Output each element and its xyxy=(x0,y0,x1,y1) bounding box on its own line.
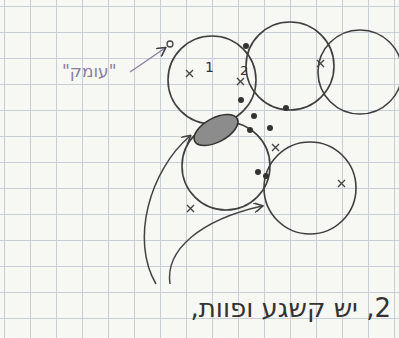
callout-number-holder: 2 xyxy=(240,64,248,78)
leader-line xyxy=(144,136,190,284)
x-marks xyxy=(186,60,345,212)
circle-group xyxy=(168,22,399,234)
circle xyxy=(246,22,334,110)
callout-number-holder: 1 xyxy=(205,60,214,75)
depth-note: "עומק" xyxy=(62,62,117,81)
note-text-holder: 2, יש קשגע ופוות, xyxy=(190,294,391,323)
note-text: 2, יש קשגע ופוות, xyxy=(190,294,391,323)
shaded-lens xyxy=(189,108,243,152)
circle xyxy=(168,36,256,124)
circle xyxy=(264,142,356,234)
callout-number: 1 xyxy=(205,60,214,75)
depth-note-holder: "עומק" xyxy=(62,62,117,81)
leader-line xyxy=(130,48,165,72)
leader-line xyxy=(170,206,262,284)
dot-group xyxy=(238,43,289,179)
circle xyxy=(318,30,399,114)
callout-number: 2 xyxy=(240,64,248,78)
small-point xyxy=(167,41,173,47)
